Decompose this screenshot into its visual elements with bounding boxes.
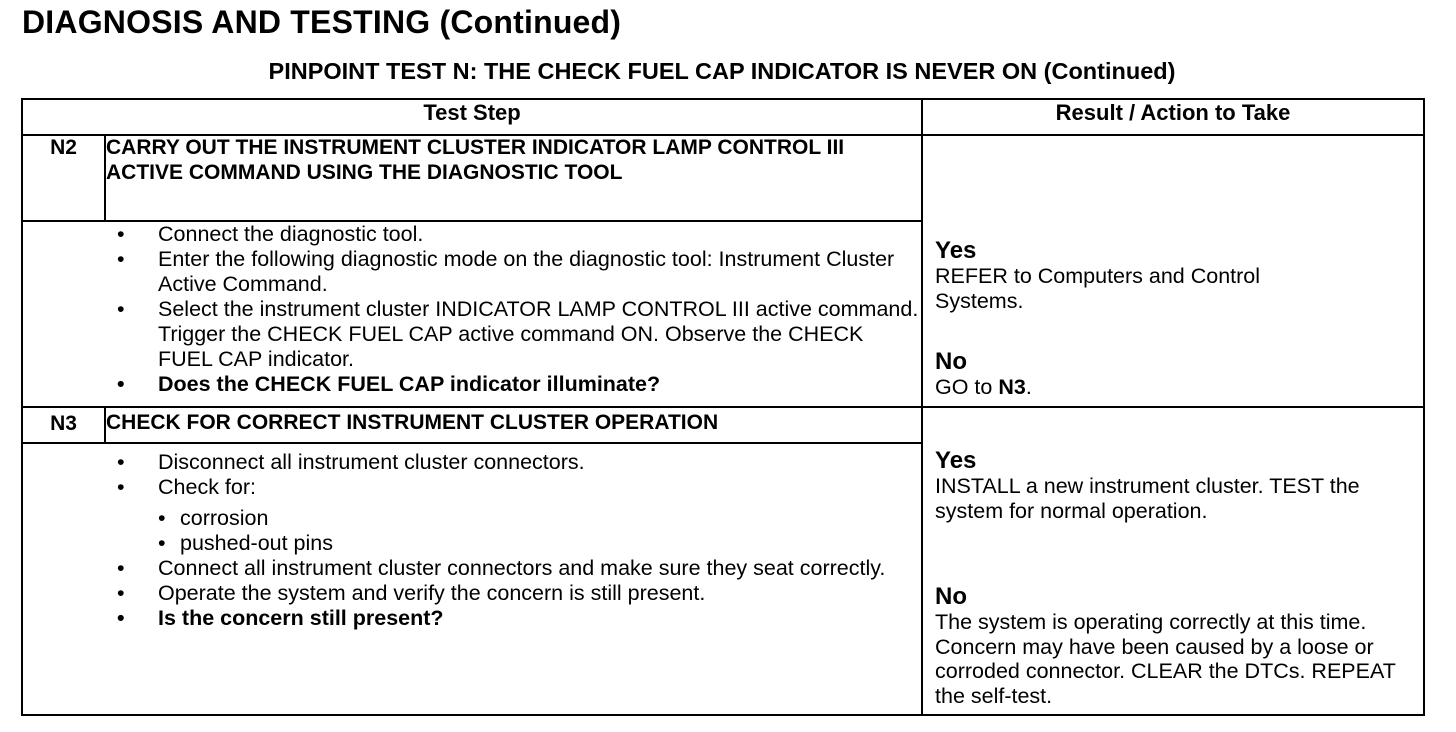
sub-list-item: • corrosion xyxy=(105,506,921,531)
page-title: DIAGNOSIS AND TESTING (Continued) xyxy=(22,4,622,40)
sub-bullet-text: corrosion xyxy=(180,506,269,530)
step-bullet-list: • Disconnect all instrument cluster conne… xyxy=(105,450,921,631)
step-body: • Disconnect all instrument cluster conne… xyxy=(105,442,924,716)
result-no-text: The system is operating correctly at thi… xyxy=(935,610,1396,708)
step-n2-title-row: N2 CARRY OUT THE INSTRUMENT CLUSTER INDI… xyxy=(21,134,1426,408)
step-number: N3 xyxy=(21,406,106,444)
bullet-text: Check for: xyxy=(158,475,256,499)
result-no-step-ref: N3 xyxy=(998,375,1026,399)
sub-bullet-list: • corrosion • pushed-out pins xyxy=(158,506,921,556)
list-item: • Select the instrument cluster INDICATOR… xyxy=(105,297,921,372)
bullet-text: Connect all instrument cluster connector… xyxy=(158,556,886,580)
header-test-step: Test Step xyxy=(20,98,924,136)
bullet-question: Is the concern still present? xyxy=(158,606,444,630)
step-n2-result: Yes REFER to Computers and Control Syste… xyxy=(921,134,1426,408)
result-yes-text: REFER to Computers and Control Systems. xyxy=(935,264,1261,313)
bullet-text: Select the instrument cluster INDICATOR … xyxy=(158,297,919,371)
result-no-label: No xyxy=(935,583,968,610)
result-no-suffix: . xyxy=(1025,375,1032,399)
step-bullet-list: • Connect the diagnostic tool. • Enter the… xyxy=(105,222,921,397)
bullet-glyph: • xyxy=(117,222,125,246)
result-yes-label: Yes xyxy=(935,237,977,264)
result-no-prefix: GO to xyxy=(935,375,999,399)
step-number-blank xyxy=(21,220,105,408)
list-item: • Connect the diagnostic tool. xyxy=(105,222,921,247)
bullet-glyph: • xyxy=(117,297,125,321)
bullet-glyph: • xyxy=(117,556,125,580)
list-item: • Enter the following diagnostic mode on … xyxy=(105,247,921,297)
step-n2-body-row: • Connect the diagnostic tool. • Enter the… xyxy=(21,220,1424,408)
pinpoint-test-table: Test Step Result / Action to Take N2 CAR… xyxy=(20,98,1426,716)
bullet-text: Operate the system and verify the concer… xyxy=(158,581,706,605)
step-n3-result: Yes INSTALL a new instrument cluster. TE… xyxy=(921,406,1426,716)
result-yes-text: INSTALL a new instrument cluster. TEST t… xyxy=(935,474,1360,523)
bullet-glyph: • xyxy=(117,450,125,474)
sub-bullet-text: pushed-out pins xyxy=(180,531,333,555)
step-title: CHECK FOR CORRECT INSTRUMENT CLUSTER OPE… xyxy=(103,406,924,444)
pinpoint-test-title: PINPOINT TEST N: THE CHECK FUEL CAP INDI… xyxy=(268,58,1176,84)
bullet-glyph: • xyxy=(117,372,125,396)
step-number-blank xyxy=(21,442,105,716)
list-item: • Connect all instrument cluster connecto… xyxy=(105,556,921,581)
header-result-action: Result / Action to Take xyxy=(921,98,1426,136)
result-yes-label: Yes xyxy=(935,447,977,474)
list-item: • Disconnect all instrument cluster conne… xyxy=(105,450,921,475)
step-number: N2 xyxy=(21,134,106,222)
step-n3-body-row: • Disconnect all instrument cluster conne… xyxy=(21,442,1424,716)
result-no-label: No xyxy=(935,348,968,375)
bullet-glyph: • xyxy=(158,531,166,555)
sub-list-item: • pushed-out pins xyxy=(105,531,921,556)
bullet-glyph: • xyxy=(117,606,125,630)
bullet-text: Disconnect all instrument cluster connec… xyxy=(158,450,585,474)
bullet-question: Does the CHECK FUEL CAP indicator illumi… xyxy=(158,372,661,396)
bullet-glyph: • xyxy=(117,247,125,271)
bullet-glyph: • xyxy=(117,475,125,499)
step-title: CARRY OUT THE INSTRUMENT CLUSTER INDICAT… xyxy=(103,134,924,222)
list-item: • Is the concern still present? xyxy=(105,606,921,631)
result-no-text: GO to N3. xyxy=(935,375,1417,400)
table-header-row: Test Step Result / Action to Take xyxy=(20,98,1426,136)
list-item: • Check for: • corrosion • pushed-out pins xyxy=(105,475,921,556)
list-item: • Operate the system and verify the conce… xyxy=(105,581,921,606)
bullet-glyph: • xyxy=(117,581,125,605)
step-n3-title-row: N3 CHECK FOR CORRECT INSTRUMENT CLUSTER … xyxy=(21,406,1426,716)
bullet-text: Enter the following diagnostic mode on t… xyxy=(158,247,895,296)
list-item: • Does the CHECK FUEL CAP indicator illum… xyxy=(105,372,921,397)
step-body: • Connect the diagnostic tool. • Enter the… xyxy=(105,220,924,408)
bullet-text: Connect the diagnostic tool. xyxy=(158,222,424,246)
bullet-glyph: • xyxy=(158,506,166,530)
